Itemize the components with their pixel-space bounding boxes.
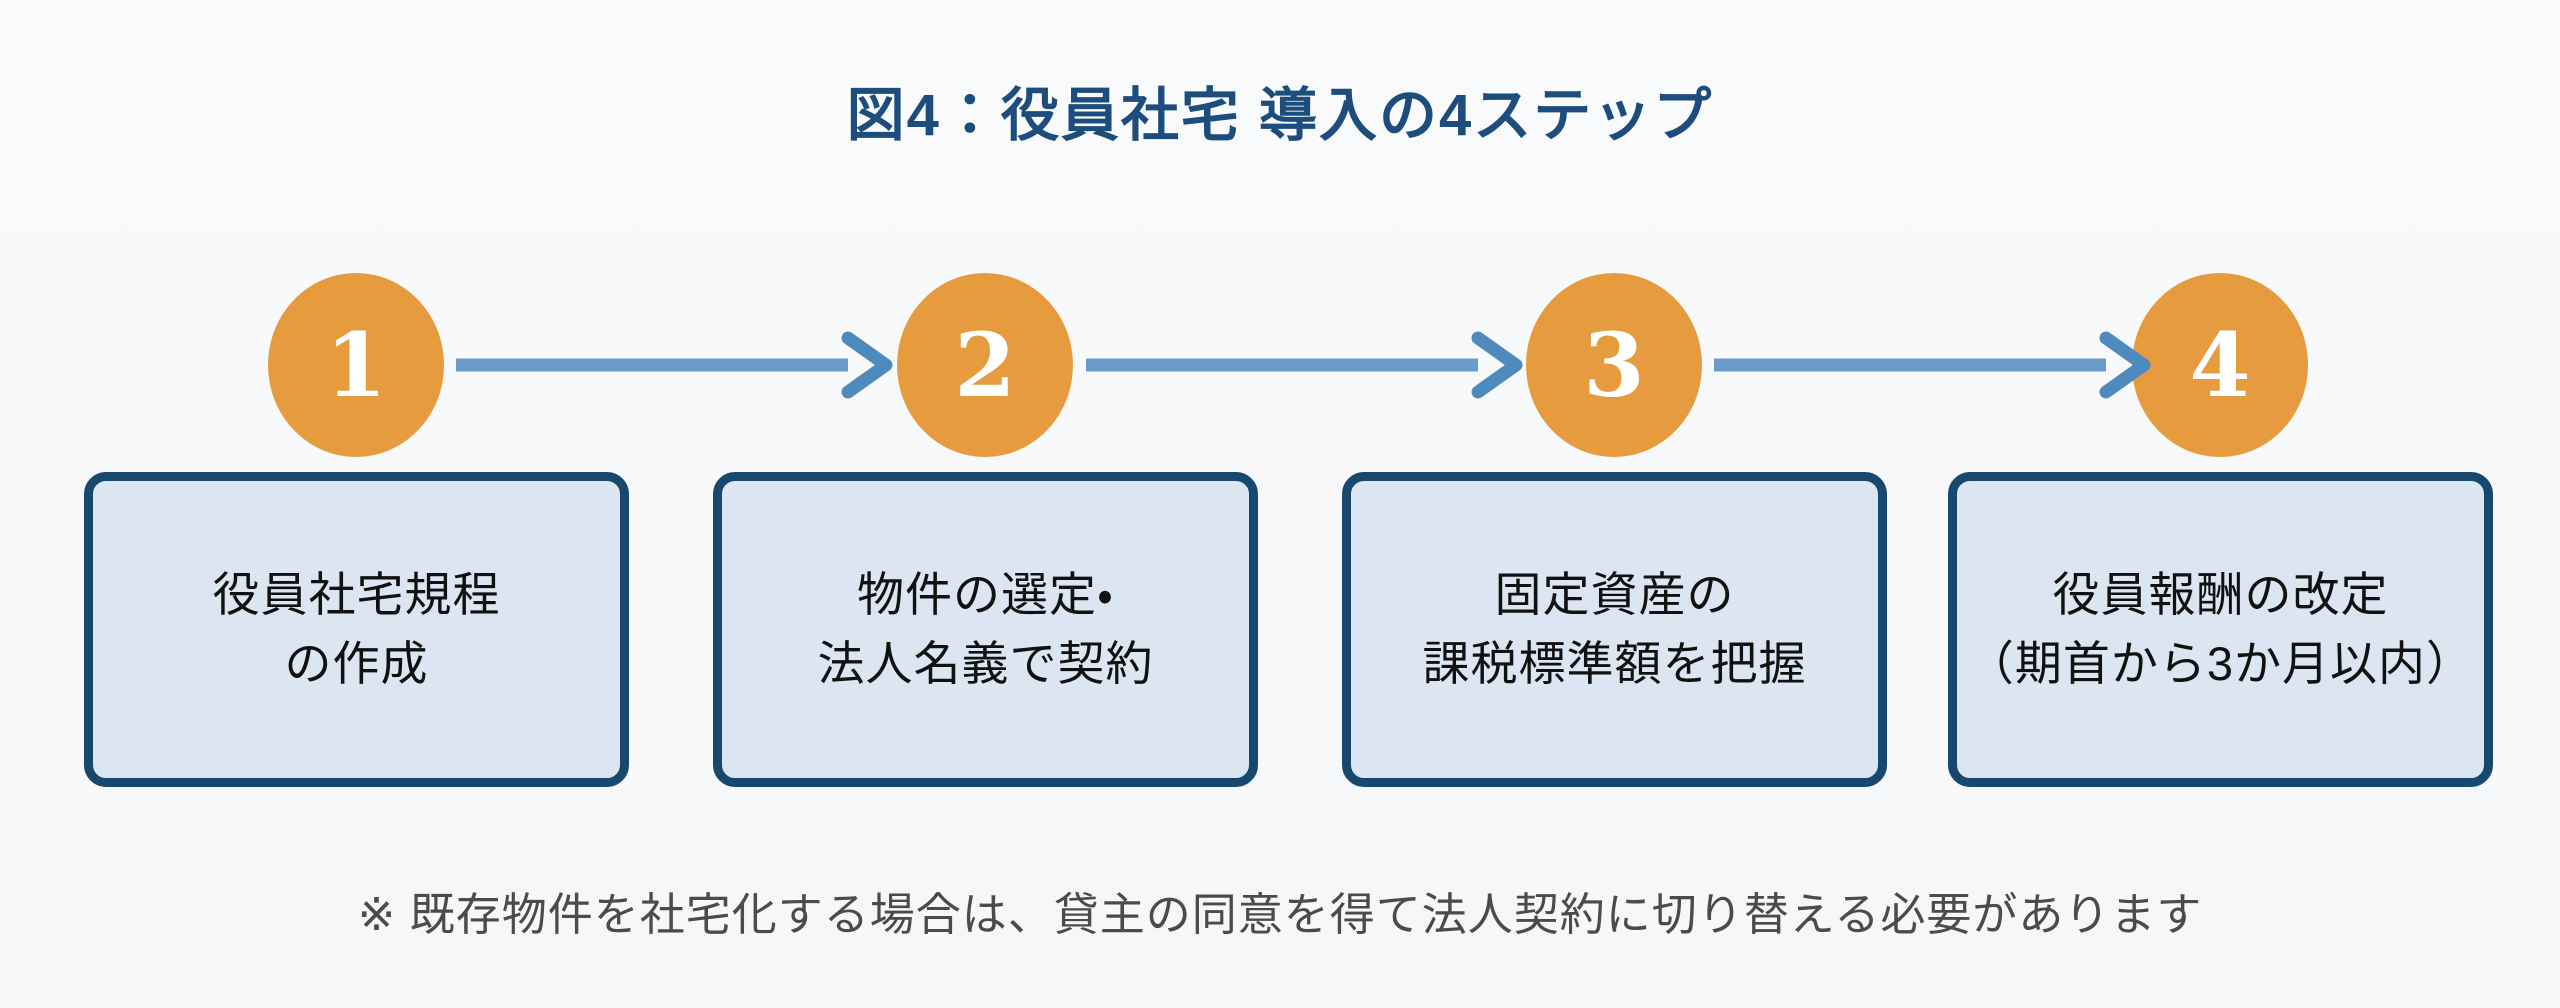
arrow-right-icon-3 [1714, 331, 2151, 399]
step-4-label-line-2: （期首から3か月以内） [1966, 636, 2475, 690]
step-2-label-line-1: 物件の選定・ [857, 568, 1114, 622]
step-2-box: 物件の選定・ 法人名義で契約 [713, 472, 1258, 787]
step-1-number: 1 [325, 313, 387, 417]
step-3-number: 3 [1583, 313, 1645, 417]
step-1-label-line-1: 役員社宅規程 [212, 568, 501, 622]
step-3-label-line-2: 課税標準額を把握 [1422, 636, 1807, 690]
arrow-right-icon-2 [1086, 331, 1523, 399]
step-1-label-line-2: の作成 [284, 636, 429, 690]
step-1-box: 役員社宅規程 の作成 [84, 472, 629, 787]
step-4-circle: 4 [2132, 273, 2308, 457]
step-2-number: 2 [954, 313, 1016, 417]
footnote: ※ 既存物件を社宅化する場合は、貸主の同意を得て法人契約に切り替える必要がありま… [357, 889, 2203, 940]
step-4-number: 4 [2189, 313, 2251, 417]
step-1-circle: 1 [268, 273, 444, 457]
step-3-box: 固定資産の 課税標準額を把握 [1342, 472, 1887, 787]
step-4-label-line-1: 役員報酬の改定 [2052, 568, 2389, 622]
step-4-box: 役員報酬の改定 （期首から3か月以内） [1948, 472, 2493, 787]
figure-title: 図4：役員社宅 導入の4ステップ [846, 83, 1714, 148]
step-2-label-line-2: 法人名義で契約 [817, 636, 1154, 690]
arrow-right-icon-1 [456, 331, 893, 399]
step-2-circle: 2 [897, 273, 1073, 457]
step-3-circle: 3 [1526, 273, 1702, 457]
step-3-label-line-1: 固定資産の [1494, 568, 1735, 622]
